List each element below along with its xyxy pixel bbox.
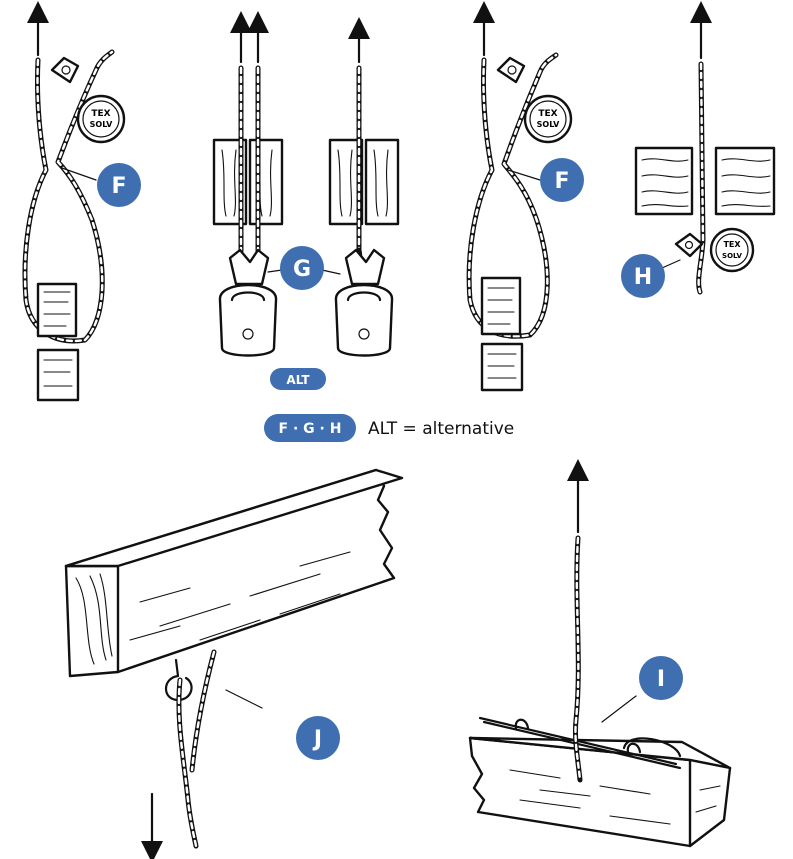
- badge-f-right-label: F: [554, 169, 569, 194]
- wood-slab-right: [714, 146, 776, 216]
- clip-tag: TEX SOLV: [674, 227, 755, 273]
- badge-h: H: [621, 254, 665, 298]
- tex-solv-tag: [523, 94, 573, 144]
- badge-f-left-label: F: [111, 174, 126, 199]
- clip-tag: TEX SOLV: [496, 56, 573, 144]
- tag-text-line1: TEX: [91, 109, 110, 119]
- badge-j-label: J: [312, 727, 322, 752]
- legend-pill: [264, 414, 356, 442]
- wood-block-left-pair: [212, 138, 284, 226]
- tag-text-line2: SOLV: [537, 120, 561, 129]
- badge-f-right: F: [540, 158, 584, 202]
- tex-solv-tag: [76, 94, 126, 144]
- wood-slab-left: [634, 146, 694, 216]
- wooden-beam: [64, 468, 404, 678]
- pulley-right: [334, 248, 394, 357]
- panel-g: G ALT: [212, 11, 400, 390]
- rope-loop: [22, 49, 115, 344]
- rope-vertical: [573, 535, 583, 783]
- wood-block-right-pair: [328, 138, 400, 226]
- alt-pill-label: ALT: [286, 373, 310, 387]
- tag-text-line2: SOLV: [722, 252, 742, 260]
- legend-text: ALT = alternative: [368, 419, 514, 439]
- badge-j: J: [296, 716, 340, 760]
- panel-j: J: [64, 468, 404, 859]
- panel-i: I: [468, 459, 732, 848]
- alt-pill: ALT: [270, 368, 326, 390]
- rope-through-slot: [696, 61, 706, 295]
- pulley-left: [218, 248, 278, 357]
- badge-i: I: [639, 656, 683, 700]
- rope-loop: [466, 52, 559, 339]
- badge-i-label: I: [657, 667, 665, 692]
- tag-text-line2: SOLV: [90, 120, 114, 129]
- rope-hanging: [176, 649, 217, 849]
- clip-tag: TEX SOLV: [50, 56, 126, 144]
- tag-text-line1: TEX: [723, 240, 741, 249]
- panel-f-left: TEX SOLV F: [22, 1, 141, 402]
- panel-f-right: TEX SOLV F: [466, 1, 584, 392]
- badge-g: G: [280, 246, 324, 290]
- panel-h: TEX SOLV H: [621, 1, 776, 298]
- wood-block-top: [36, 282, 78, 338]
- wood-block-bottom: [480, 342, 524, 392]
- badge-h-label: H: [634, 265, 652, 290]
- legend: F · G · H ALT = alternative: [264, 414, 514, 442]
- badge-g-label: G: [293, 257, 311, 282]
- badge-f-left: F: [97, 163, 141, 207]
- wood-block-bottom: [36, 348, 80, 402]
- tex-solv-tag: [709, 227, 755, 273]
- wooden-plank: [468, 736, 732, 848]
- tag-text-line1: TEX: [538, 109, 557, 119]
- wood-block-top: [480, 276, 522, 336]
- legend-pill-label: F · G · H: [279, 421, 342, 437]
